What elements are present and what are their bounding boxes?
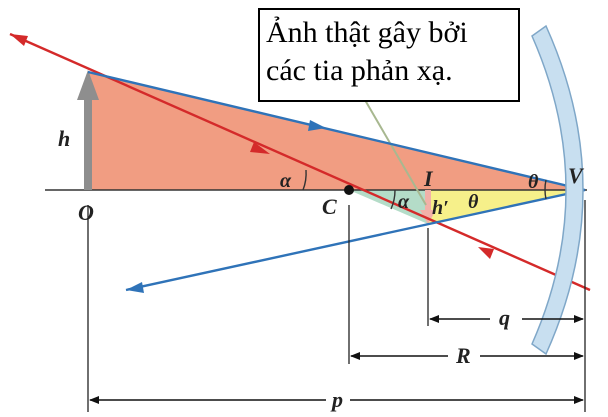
label-theta-2: θ xyxy=(468,191,479,213)
label-h-prime: h′ xyxy=(432,197,449,219)
ray-arrowhead-red-1 xyxy=(10,34,28,46)
label-q: q xyxy=(499,305,510,330)
image-triangle-green xyxy=(349,190,428,224)
callout-line-1: Ảnh thật gây bởi xyxy=(266,16,468,49)
theta-arc-2 xyxy=(544,189,547,200)
ray-arrowhead-blue-2 xyxy=(126,282,144,293)
alpha-arc-2 xyxy=(390,189,396,210)
callout-line-2: các tia phản xạ. xyxy=(266,54,453,87)
label-R: R xyxy=(455,343,471,368)
center-of-curvature-point xyxy=(344,185,354,195)
ray-arrowhead-blue-1 xyxy=(308,120,326,131)
callout-box: Ảnh thật gây bởi các tia phản xạ. xyxy=(258,8,520,102)
image-arrow xyxy=(420,190,436,224)
label-alpha-2: α xyxy=(398,191,410,213)
label-alpha-1: α xyxy=(280,170,292,192)
label-I: I xyxy=(423,166,434,191)
label-p: p xyxy=(330,387,343,412)
alpha-arc-1 xyxy=(302,169,307,191)
label-h: h xyxy=(58,126,70,151)
incident-ray-blue xyxy=(87,70,586,192)
concave-mirror xyxy=(531,24,584,356)
object-arrow xyxy=(77,70,99,190)
reflected-ray-blue xyxy=(125,188,586,292)
label-V: V xyxy=(568,163,585,188)
callout-pointer xyxy=(364,99,427,206)
ray-arrowhead-red-2 xyxy=(250,142,270,154)
label-O: O xyxy=(78,200,94,225)
label-C: C xyxy=(322,194,337,219)
ray-arrowhead-red-3 xyxy=(478,247,494,259)
label-theta-1: θ xyxy=(528,171,539,193)
theta-arc-1 xyxy=(544,179,547,191)
